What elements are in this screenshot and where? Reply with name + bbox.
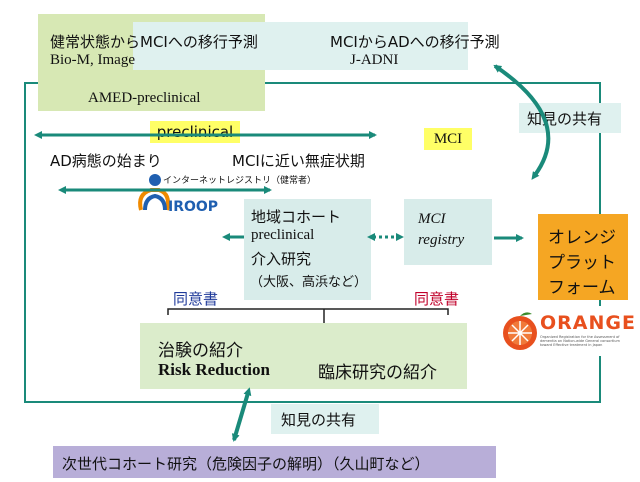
next-cohort-text: 次世代コホート研究（危険因子の解明）（久山町など）	[62, 455, 430, 473]
trial-intro-box	[140, 323, 467, 389]
regional-line3: 介入研究	[251, 250, 312, 268]
share-bottom-arrow	[231, 387, 252, 442]
mci-registry-line1: MCI	[418, 211, 446, 227]
iroop-caption: インターネットレジストリ（健常者）	[163, 176, 317, 186]
orange-line1: オレンジ	[548, 228, 616, 248]
regional-cohort-box	[244, 199, 371, 300]
top-left-line1: 健常状態からMCIへの移行予測	[50, 33, 258, 51]
consent-right: 同意書	[414, 290, 460, 308]
top-left-line3: AMED-preclinical	[88, 90, 201, 106]
trial-line1: 治験の紹介	[158, 341, 243, 361]
regional-line2: preclinical	[251, 227, 315, 243]
consent-bracket	[167, 308, 449, 315]
consent-left: 同意書	[173, 290, 219, 308]
knowledge-share-bottom: 知見の共有	[281, 411, 357, 429]
top-right-line2: J-ADNI	[350, 52, 399, 68]
ad-start-text: AD病態の始まり	[50, 152, 162, 170]
mci-near-text: MCIに近い無症状期	[232, 152, 365, 170]
mci-label: MCI	[424, 128, 472, 150]
orange-line2: プラット	[548, 253, 616, 273]
orange-fruit-icon	[503, 312, 537, 350]
orange-platform-box	[538, 214, 628, 300]
next-cohort-box	[53, 446, 496, 478]
iroop-logo-text: IROOP	[168, 199, 219, 215]
orange-logo-subtitle: Organized Registration for the Assessmen…	[540, 335, 620, 347]
orange-logo-title: ORANGE	[540, 312, 636, 334]
trial-line3: 臨床研究の紹介	[318, 363, 437, 383]
trial-line2: Risk Reduction	[158, 360, 270, 379]
top-left-line2: Bio-M, Image	[50, 52, 135, 68]
mci-ad-prediction-box	[133, 22, 468, 70]
mci-registry-line2: registry	[418, 232, 465, 248]
top-right-line1: MCIからADへの移行予測	[330, 33, 500, 51]
orange-line3: フォーム	[548, 278, 616, 298]
share-top-curve-arrow	[493, 64, 551, 180]
knowledge-share-bottom-box	[271, 404, 379, 434]
regional-line4: （大阪、高浜など）	[250, 275, 368, 290]
orange-logo: ORANGE Organized Registration for the As…	[498, 306, 635, 356]
mci-registry-box	[404, 199, 492, 265]
regional-line1: 地域コホート	[251, 208, 342, 226]
